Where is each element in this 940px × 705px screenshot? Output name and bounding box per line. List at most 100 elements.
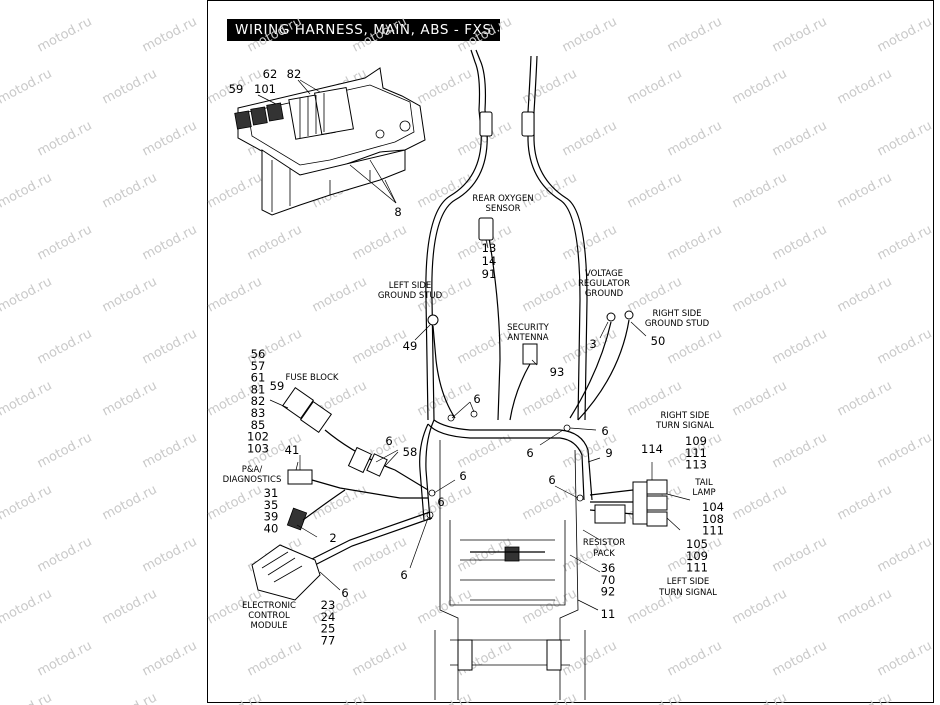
watermark-text: motod.ru — [835, 0, 895, 4]
leader-lines — [257, 79, 691, 611]
watermark-text: motod.ru — [520, 0, 580, 4]
watermark-text: motod.ru — [35, 326, 95, 367]
rear-oxygen-sensor-label-2: SENSOR — [485, 204, 520, 214]
callout-resistor-36: 36 — [601, 561, 616, 575]
callout-fuse-81: 81 — [251, 382, 266, 396]
callout-3: 3 — [589, 337, 596, 351]
callout-41: 41 — [285, 443, 300, 457]
pa-diagnostics-label-2: DIAGNOSTICS — [223, 475, 282, 485]
component-labels: REAR OXYGEN SENSOR LEFT SIDE GROUND STUD… — [223, 194, 718, 631]
callout-6-g: 6 — [437, 495, 444, 509]
callout-6-i: 6 — [341, 586, 348, 600]
callout-59-fuse: 59 — [270, 379, 285, 393]
watermark-text: motod.ru — [455, 326, 515, 367]
right-ground-stud-label-1: RIGHT SIDE — [652, 309, 701, 319]
callout-50: 50 — [651, 334, 666, 348]
watermark-text: motod.ru — [665, 222, 725, 263]
watermark-text: motod.ru — [835, 378, 895, 419]
watermark-text: motod.ru — [310, 690, 370, 705]
right-turn-signal-label-1: RIGHT SIDE — [660, 411, 709, 421]
watermark-text: motod.ru — [100, 378, 160, 419]
watermark-text: motod.ru — [835, 690, 895, 705]
callout-right-turn-111: 111 — [685, 446, 707, 460]
watermark-text: motod.ru — [665, 638, 725, 679]
watermark-text: motod.ru — [730, 170, 790, 211]
watermark-text: motod.ru — [770, 14, 830, 55]
callout-tail-111: 111 — [702, 524, 724, 538]
watermark-text: motod.ru — [350, 222, 410, 263]
watermark-text: motod.ru — [205, 0, 265, 4]
callout-fuse-61: 61 — [251, 371, 266, 385]
watermark-text: motod.ru — [35, 430, 95, 471]
callout-right-turn-113: 113 — [685, 458, 707, 472]
watermark-text: motod.ru — [625, 690, 685, 705]
fuse-block-label: FUSE BLOCK — [285, 373, 338, 383]
ecm-label-1: ELECTRONIC — [242, 601, 296, 611]
watermark-text: motod.ru — [350, 326, 410, 367]
watermark-text: motod.ru — [35, 118, 95, 159]
callout-82: 82 — [287, 67, 302, 81]
callout-numbers: 62 82 59 101 8 13 14 91 49 3 50 93 56576… — [229, 67, 724, 647]
callout-tail-104: 104 — [702, 500, 724, 514]
callout-diag-39: 39 — [264, 510, 279, 524]
callout-6-h: 6 — [400, 568, 407, 582]
voltage-regulator-ground-label-1: VOLTAGE — [585, 269, 623, 279]
callout-tail-108: 108 — [702, 512, 724, 526]
watermark-text: motod.ru — [520, 482, 580, 523]
watermark-text: motod.ru — [310, 0, 370, 4]
resistor-pack-label-1: RESISTOR — [583, 538, 625, 548]
callout-62: 62 — [263, 67, 278, 81]
watermark-text: motod.ru — [100, 274, 160, 315]
watermark-text: motod.ru — [100, 66, 160, 107]
watermark-text: motod.ru — [730, 690, 790, 705]
watermark-text: motod.ru — [770, 534, 830, 575]
watermark-text: motod.ru — [35, 14, 95, 55]
watermark-text: motod.ru — [875, 326, 935, 367]
watermark-text: motod.ru — [730, 586, 790, 627]
watermark-text: motod.ru — [100, 690, 160, 705]
watermark-text: motod.ru — [140, 534, 200, 575]
watermark-text: motod.ru — [35, 638, 95, 679]
callout-6-b: 6 — [601, 424, 608, 438]
callout-6-d: 6 — [385, 434, 392, 448]
callout-8: 8 — [394, 205, 401, 219]
callout-91: 91 — [482, 267, 497, 281]
tail-lamp-label-2: LAMP — [692, 488, 715, 498]
watermark-text: motod.ru — [415, 0, 475, 4]
callout-59-top: 59 — [229, 82, 244, 96]
watermark-text: motod.ru — [415, 586, 475, 627]
relay-box-assembly — [234, 67, 426, 216]
watermark-text: motod.ru — [625, 66, 685, 107]
callout-14: 14 — [482, 254, 497, 268]
watermark-text: motod.ru — [140, 118, 200, 159]
callout-ecm-23: 23 — [321, 598, 336, 612]
callout-fuse-83: 83 — [251, 406, 266, 420]
voltage-regulator-ground-label-3: GROUND — [585, 289, 624, 299]
callout-diag-31: 31 — [264, 486, 279, 500]
watermark-text: motod.ru — [455, 430, 515, 471]
callout-114: 114 — [641, 442, 663, 456]
watermark-text: motod.ru — [770, 222, 830, 263]
callout-11: 11 — [601, 607, 616, 621]
watermark-text: motod.ru — [835, 170, 895, 211]
watermark-text: motod.ru — [100, 586, 160, 627]
watermark-text: motod.ru — [560, 638, 620, 679]
watermark-text: motod.ru — [455, 14, 515, 55]
watermark-text: motod.ru — [730, 482, 790, 523]
watermark-text: motod.ru — [140, 14, 200, 55]
left-ground-stud-label-2: GROUND STUD — [378, 291, 443, 301]
security-antenna-label-1: SECURITY — [507, 323, 550, 333]
watermark-text: motod.ru — [730, 378, 790, 419]
watermark-text: motod.ru — [520, 170, 580, 211]
left-ground-stud-label-1: LEFT SIDE — [389, 281, 432, 291]
watermark-text: motod.ru — [520, 690, 580, 705]
voltage-regulator-ground-label-2: REGULATOR — [578, 279, 630, 289]
ecm-label-2: CONTROL — [248, 611, 290, 621]
watermark-text: motod.ru — [100, 0, 160, 4]
watermark-text: motod.ru — [770, 118, 830, 159]
